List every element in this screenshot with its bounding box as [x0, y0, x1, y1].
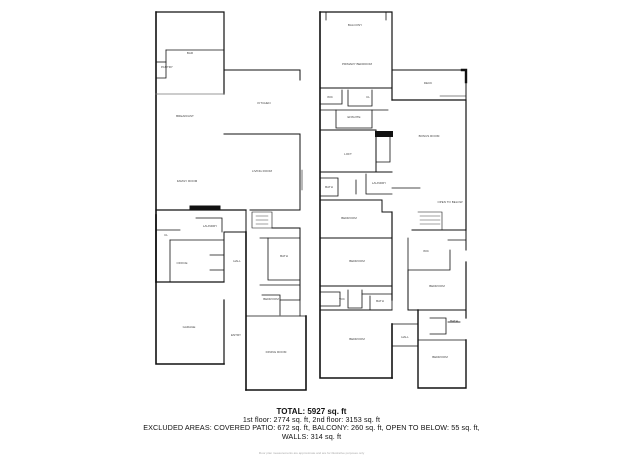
- area-summary: TOTAL: 5927 sq. ft 1st floor: 2774 sq. f…: [0, 407, 623, 441]
- room-label: FAMILY ROOM: [177, 179, 198, 183]
- room-label: ENTRY: [231, 333, 241, 337]
- room-label: BEDROOM: [263, 297, 279, 301]
- room-label: KITCHEN: [257, 101, 270, 105]
- room-label: OPEN TO BELOW: [437, 200, 462, 204]
- room-label: LOFT: [344, 152, 352, 156]
- room-label: BATH: [325, 185, 333, 189]
- room-label: CL: [164, 233, 168, 237]
- room-label: ENSUITE: [347, 115, 360, 119]
- room-label: LIVING ROOM: [252, 169, 273, 173]
- floor1-room-labels: BAR PANTRY BREAKFAST KITCHEN FAMILY ROOM…: [161, 51, 288, 354]
- disclaimer: Floor plan measurements are approximate …: [258, 451, 365, 455]
- room-label: BEDROOM: [349, 259, 365, 263]
- room-label: PANTRY: [161, 65, 173, 69]
- excluded-areas: EXCLUDED AREAS: COVERED PATIO: 672 sq. f…: [143, 423, 480, 433]
- room-label: BATH: [280, 254, 288, 258]
- room-label: WIC: [423, 249, 430, 253]
- floor-plan: BAR PANTRY BREAKFAST KITCHEN FAMILY ROOM…: [155, 11, 468, 391]
- floor1-plan: [155, 11, 307, 391]
- room-label: BEDROOM: [432, 355, 448, 359]
- room-label: LAUNDRY: [372, 181, 386, 185]
- room-label: WIC: [339, 297, 346, 301]
- room-label: DINING ROOM: [266, 350, 287, 354]
- room-label: HALL: [233, 259, 241, 263]
- room-label: BEDROOM: [349, 337, 365, 341]
- walls-area: WALLS: 314 sq. ft: [281, 431, 342, 441]
- room-label: BATH: [376, 299, 384, 303]
- room-label: LAUNDRY: [203, 224, 217, 228]
- room-label: BAR: [187, 51, 194, 55]
- room-label: CL: [366, 95, 370, 99]
- room-label: PRIMARY BEDROOM: [342, 62, 372, 66]
- room-label: BREAKFAST: [176, 114, 194, 118]
- total-area: TOTAL: 5927 sq. ft: [276, 407, 347, 416]
- room-label: BATH: [450, 319, 458, 323]
- room-label: BEDROOM: [429, 284, 445, 288]
- floor-areas: 1st floor: 2774 sq. ft, 2nd floor: 3153 …: [242, 415, 381, 425]
- room-label: DECK: [424, 81, 432, 85]
- room-label: WIC: [327, 95, 334, 99]
- room-label: BALCONY: [348, 23, 362, 27]
- room-label: BONUS ROOM: [419, 134, 440, 138]
- room-label: OFFICE: [177, 261, 188, 265]
- floor2-room-labels: BALCONY PRIMARY BEDROOM WIC CL ENSUITE L…: [325, 23, 463, 359]
- room-label: HALL: [401, 335, 409, 339]
- floor2-plan: [319, 11, 468, 389]
- room-label: GARAGE: [183, 325, 196, 329]
- room-label: BEDROOM: [341, 216, 357, 220]
